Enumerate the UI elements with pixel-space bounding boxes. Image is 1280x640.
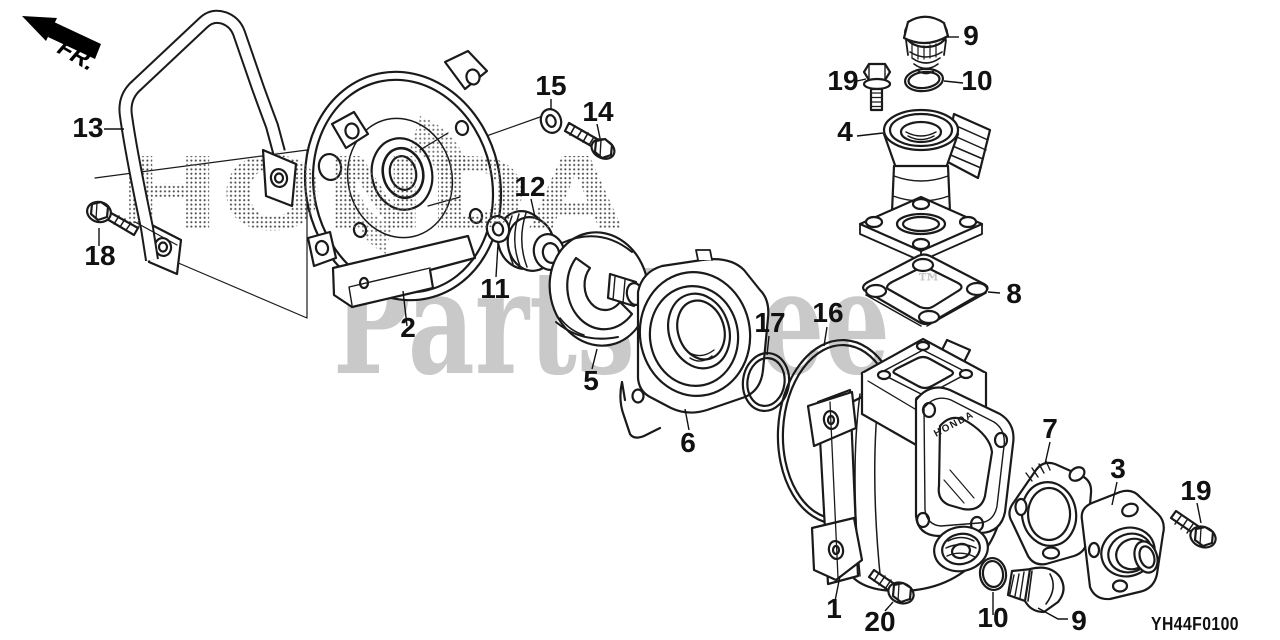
part-12-mechanical-seal — [496, 210, 566, 272]
watermark-honda-halftone: HONDA — [118, 136, 623, 253]
callout-10: 10 — [961, 65, 992, 96]
callout-19: 19 — [827, 65, 858, 96]
part-19-bolt-right — [1169, 509, 1217, 549]
callout-17: 17 — [754, 307, 785, 338]
part-5-impeller — [548, 231, 650, 347]
callout-15: 15 — [535, 70, 566, 101]
diagram-code: YH44F0100 — [1151, 614, 1239, 634]
part-3-discharge-flange — [1080, 489, 1165, 601]
callout-20: 20 — [864, 606, 895, 637]
callout-11: 11 — [480, 273, 510, 304]
fr-direction-arrow: FR. — [22, 16, 101, 77]
callout-10: 10 — [977, 602, 1008, 633]
part-2-casing-cover — [303, 49, 503, 309]
callout-14: 14 — [582, 96, 614, 127]
part-7-gasket — [1008, 460, 1093, 566]
part-6-volute-cover — [619, 249, 770, 439]
callout-1: 1 — [826, 593, 842, 624]
callout-16: 16 — [812, 297, 843, 328]
part-8-gasket — [862, 253, 989, 327]
callout-13: 13 — [72, 112, 103, 143]
callout-4: 4 — [837, 116, 853, 147]
callout-7: 7 — [1042, 413, 1058, 444]
callout-9: 9 — [1071, 605, 1087, 636]
leader-lines — [98, 36, 1202, 620]
part-10-oring-top — [903, 67, 945, 93]
part-18-bolt — [86, 200, 178, 246]
part-1-pump-housing — [806, 337, 1015, 593]
callout-3: 3 — [1110, 453, 1126, 484]
halftone-text: HONDA — [118, 136, 623, 253]
callout-9: 9 — [963, 20, 979, 51]
callout-2: 2 — [400, 312, 416, 343]
part-19-bolt-top — [862, 62, 892, 112]
callout-12: 12 — [514, 171, 545, 202]
callout-6: 6 — [680, 427, 696, 458]
part-11-washer — [485, 215, 511, 243]
part-10-oring-bottom — [978, 556, 1008, 592]
part-15-washer — [539, 108, 563, 134]
part-20-bolt — [867, 568, 915, 605]
part-14-bolt — [563, 121, 616, 160]
callout-19: 19 — [1180, 475, 1211, 506]
part-9-drain-plug — [1006, 566, 1065, 614]
part-9-filler-cap — [902, 15, 950, 75]
callout-5: 5 — [583, 365, 599, 396]
callout-18: 18 — [84, 240, 115, 271]
line-art — [94, 15, 1217, 614]
callout-8: 8 — [1006, 278, 1022, 309]
part-13-handle — [118, 9, 298, 276]
callouts: 13 18 2 15 14 12 11 5 6 17 16 19 9 10 4 8 7 3 19 1 20 10 9 — [72, 20, 1211, 637]
